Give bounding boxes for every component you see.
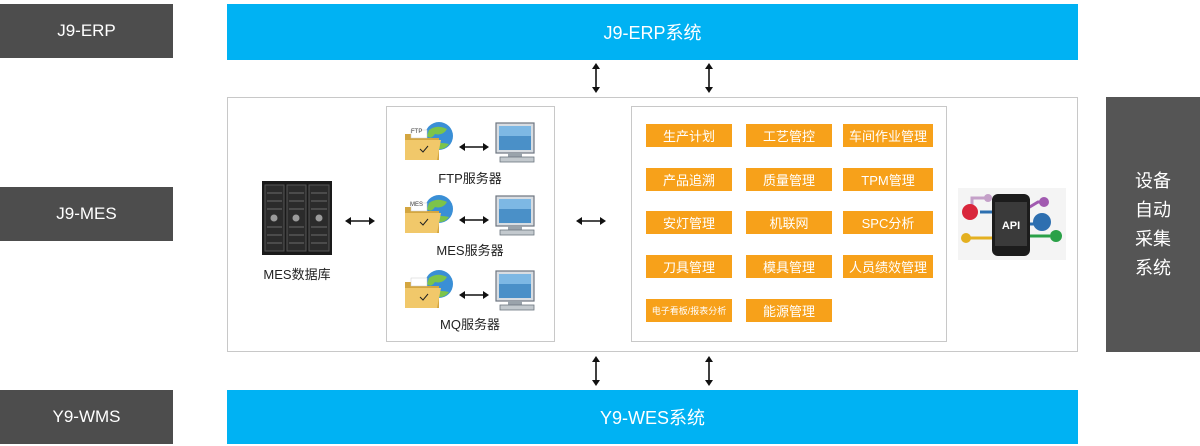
module-product-traceability[interactable]: 产品追溯 [646, 168, 732, 191]
module-energy-management[interactable]: 能源管理 [746, 299, 832, 322]
side-panel-line: 自动 [1135, 199, 1171, 220]
folder-globe-icon [405, 195, 453, 233]
equipment-auto-collection-panel: 设备 自动 采集 系统 [1106, 97, 1200, 352]
server-label-ftp: FTP服务器 [438, 171, 502, 186]
api-phone-icon: API [958, 188, 1066, 260]
api-badge: API [1002, 220, 1020, 232]
folder-globe-icon [405, 122, 453, 160]
computer-monitor-icon [495, 195, 535, 236]
double-arrow-icon [705, 356, 713, 386]
side-panel-line: 采集 [1135, 228, 1171, 249]
folder-tag: FTP [411, 129, 423, 135]
folder-tag: MES [410, 202, 424, 208]
module-production-plan[interactable]: 生产计划 [646, 124, 732, 147]
server-label-mes: MES服务器 [436, 243, 504, 258]
server-label-mq: MQ服务器 [440, 317, 500, 332]
double-arrow-icon [705, 63, 713, 93]
horizontal-double-arrow-icon [459, 216, 489, 224]
horizontal-double-arrow-icon [576, 217, 606, 225]
module-andon-management[interactable]: 安灯管理 [646, 211, 732, 234]
wes-system-bar: Y9-WES系统 [227, 390, 1078, 444]
module-spc-analysis[interactable]: SPC分析 [843, 211, 933, 234]
horizontal-double-arrow-icon [459, 143, 489, 151]
horizontal-double-arrow-icon [345, 217, 375, 225]
module-process-control[interactable]: 工艺管控 [746, 124, 832, 147]
module-machine-network[interactable]: 机联网 [746, 211, 832, 234]
erp-system-bar: J9-ERP系统 [227, 4, 1078, 60]
label-y9-wms: Y9-WMS [0, 390, 173, 444]
module-workshop-operation[interactable]: 车间作业管理 [843, 124, 933, 147]
module-personnel-performance[interactable]: 人员绩效管理 [843, 255, 933, 278]
label-j9-mes: J9-MES [0, 187, 173, 241]
module-dashboard-reports[interactable]: 电子看板/报表分析 [646, 299, 732, 322]
computer-monitor-icon [495, 122, 535, 163]
module-quality-management[interactable]: 质量管理 [746, 168, 832, 191]
module-tpm-management[interactable]: TPM管理 [843, 168, 933, 191]
side-panel-line: 系统 [1135, 257, 1171, 278]
double-arrow-icon [592, 356, 600, 386]
module-tool-management[interactable]: 刀具管理 [646, 255, 732, 278]
computer-monitor-icon [495, 270, 535, 311]
label-j9-erp: J9-ERP [0, 4, 173, 58]
side-panel-line: 设备 [1135, 170, 1171, 191]
database-label: MES数据库 [263, 267, 331, 282]
database-rack-icon [262, 181, 332, 255]
module-mold-management[interactable]: 模具管理 [746, 255, 832, 278]
horizontal-double-arrow-icon [459, 291, 489, 299]
folder-globe-icon [405, 270, 453, 308]
double-arrow-icon [592, 63, 600, 93]
